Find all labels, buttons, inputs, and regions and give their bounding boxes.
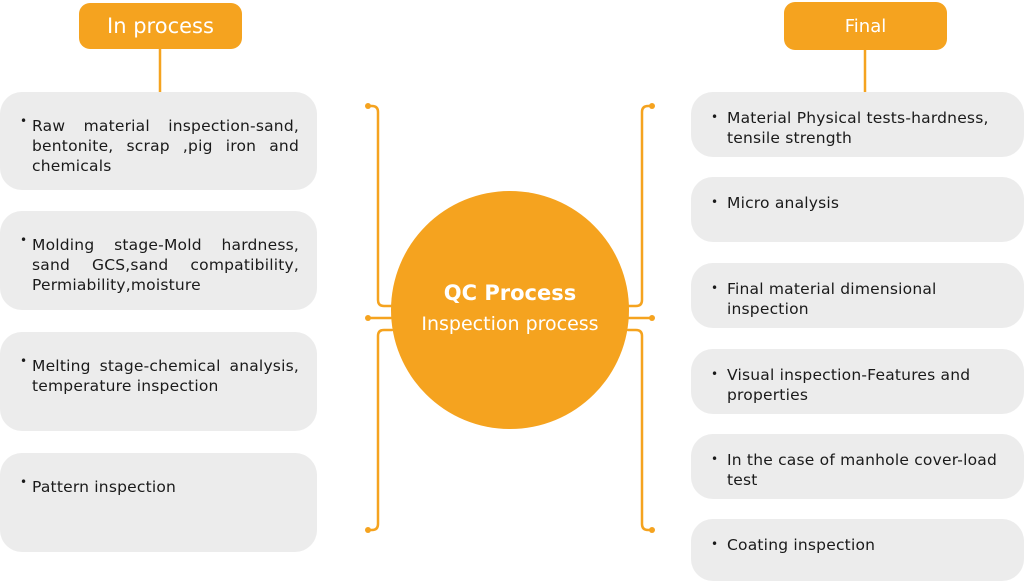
- bullet-icon: •: [711, 537, 719, 551]
- final-box: • Micro analysis: [691, 177, 1024, 242]
- list-item-text: Micro analysis: [727, 194, 840, 212]
- bullet-icon: •: [711, 281, 719, 295]
- list-item: • Raw material inspection-sand, bentonit…: [20, 114, 299, 176]
- list-item-text: In the case of manhole cover-load test: [727, 451, 998, 489]
- list-item: • Pattern inspection: [20, 475, 299, 497]
- bullet-icon: •: [711, 452, 719, 466]
- list-item: • Final material dimensional inspection: [711, 279, 1010, 319]
- list-item-text: Raw material inspection-sand, bentonite,…: [32, 117, 299, 175]
- list-item-text: Material Physical tests-hardness, tensil…: [727, 109, 989, 147]
- center-subtitle: Inspection process: [421, 313, 599, 335]
- final-box: • Final material dimensional inspection: [691, 263, 1024, 328]
- in-process-header: In process: [79, 3, 242, 49]
- list-item-text: Pattern inspection: [32, 478, 177, 496]
- list-item: • Micro analysis: [711, 193, 1010, 213]
- in-process-box: • Pattern inspection: [0, 453, 317, 552]
- list-item-text: Coating inspection: [727, 536, 876, 554]
- final-header-label: Final: [844, 15, 887, 37]
- bullet-icon: •: [20, 114, 28, 128]
- qc-process-circle: QC Process Inspection process: [391, 191, 629, 429]
- list-item: • In the case of manhole cover-load test: [711, 450, 1010, 490]
- in-process-box: • Melting stage-chemical analysis, tempe…: [0, 332, 317, 431]
- bullet-icon: •: [711, 367, 719, 381]
- bullet-icon: •: [20, 354, 28, 368]
- list-item: • Melting stage-chemical analysis, tempe…: [20, 354, 299, 396]
- bullet-icon: •: [20, 233, 28, 247]
- in-process-box: • Raw material inspection-sand, bentonit…: [0, 92, 317, 190]
- final-box: • Coating inspection: [691, 519, 1024, 581]
- list-item: • Coating inspection: [711, 535, 1010, 555]
- list-item: • Molding stage-Mold hardness, sand GCS,…: [20, 233, 299, 295]
- bullet-icon: •: [711, 110, 719, 124]
- in-process-box: • Molding stage-Mold hardness, sand GCS,…: [0, 211, 317, 310]
- list-item-text: Melting stage-chemical analysis, tempera…: [32, 357, 299, 395]
- bullet-icon: •: [20, 475, 28, 489]
- bullet-icon: •: [711, 195, 719, 209]
- in-process-header-label: In process: [107, 14, 214, 38]
- list-item-text: Final material dimensional inspection: [727, 280, 937, 318]
- center-title: QC Process: [443, 281, 577, 305]
- list-item-text: Visual inspection-Features and propertie…: [727, 366, 971, 404]
- final-box: • In the case of manhole cover-load test: [691, 434, 1024, 499]
- final-box: • Visual inspection-Features and propert…: [691, 349, 1024, 414]
- list-item-text: Molding stage-Mold hardness, sand GCS,sa…: [32, 236, 299, 294]
- list-item: • Material Physical tests-hardness, tens…: [711, 108, 1010, 148]
- final-header: Final: [784, 2, 947, 50]
- final-box: • Material Physical tests-hardness, tens…: [691, 92, 1024, 157]
- list-item: • Visual inspection-Features and propert…: [711, 365, 1010, 405]
